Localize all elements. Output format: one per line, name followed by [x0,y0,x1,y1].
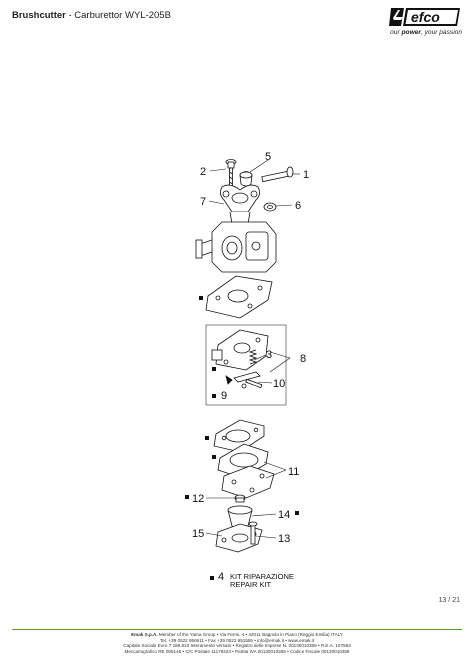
label-part-14: 14 [278,509,290,521]
label-part-5: 5 [265,151,271,163]
exploded-parts-diagram: 2 5 1 7 6 8 3 10 9 11 12 14 15 13 [185,151,309,553]
legend-number: 4 [218,571,225,583]
part-flange-15 [215,523,263,553]
page-title: Brushcutter - Carburettor WYL-205B [12,10,171,21]
part-spring-3 [248,349,258,365]
part-metering-assembly [211,329,269,371]
label-part-9: 9 [221,390,227,402]
label-part-10: 10 [273,378,285,390]
kit-marker-icon [295,511,299,515]
part-screw-13 [248,521,258,545]
brand-logo: efco [389,8,460,26]
label-part-3: 3 [266,349,272,361]
footer-divider [12,629,462,630]
part-screw-2 [225,159,237,195]
kit-marker-icon [199,296,203,300]
label-part-15: 15 [192,528,204,540]
brand-tagline: our power, your passion [390,29,462,36]
part-screw-1 [261,166,294,183]
kit-marker-icon [212,367,216,371]
logo-text: efco [411,9,440,25]
page-number: 13 / 21 [438,597,460,604]
part-needle-lever [225,371,263,389]
company-footer: Emak S.p.A. Member of the Yama Group • V… [123,632,351,654]
part-cap-5 [239,171,253,187]
title-detail: - Carburettor WYL-205B [68,10,171,21]
label-part-8: 8 [300,353,306,365]
title-product: Brushcutter [12,10,66,21]
square-bullet-icon [210,576,214,580]
label-part-2: 2 [200,166,206,178]
part-valve-12 [234,494,246,503]
label-part-13: 13 [278,533,290,545]
part-carburettor-body [195,221,277,273]
part-diaphragm-upper [205,275,273,319]
kit-marker-icon [212,455,216,459]
label-part-1: 1 [303,169,309,181]
part-primer-bulb-14 [227,505,253,531]
part-gasket-lower [213,419,265,453]
kit-marker-icon [185,495,189,499]
label-part-11: 11 [288,466,299,478]
part-holder-7 [220,184,260,225]
label-part-7: 7 [200,196,206,208]
part-pump-cover-11 [221,465,275,499]
kit-marker-icon [205,436,209,440]
part-clip-6 [263,202,277,212]
kit-marker-icon [212,394,216,398]
label-part-12: 12 [192,493,204,505]
legend-text: KIT RIPARAZIONE REPAIR KIT [230,572,294,589]
label-part-6: 6 [295,200,301,212]
